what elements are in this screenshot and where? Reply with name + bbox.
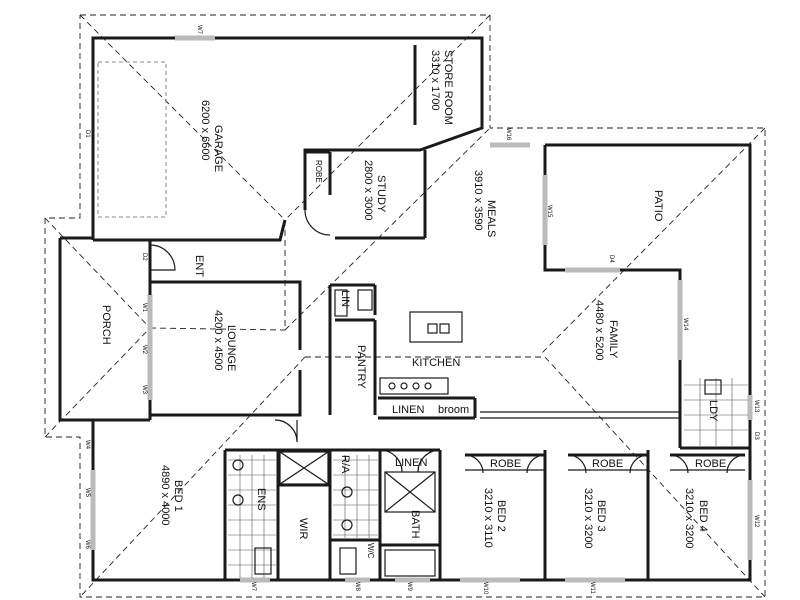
store-room-label: STORE ROOM (442, 50, 454, 125)
bed4-dims: 3210 x 3200 (683, 488, 695, 549)
meals-dims: 3910 x 3590 (472, 170, 484, 231)
family-dims: 4480 x 5200 (593, 300, 605, 361)
tag-d4: D4 (608, 255, 614, 263)
ldy-label: LDY (707, 400, 719, 422)
tag-w15: W15 (546, 205, 552, 218)
lounge-label: LOUNGE (225, 325, 237, 371)
robe4-label: ROBE (695, 458, 726, 470)
tag-w9: W9 (406, 582, 412, 592)
lounge-dims: 4200 x 4500 (212, 310, 224, 371)
tag-w5: W5 (84, 488, 90, 498)
ent-label: ENT (193, 255, 205, 277)
roof-outline (44, 14, 766, 598)
patio-label: PATIO (652, 190, 664, 222)
tag-w12: W12 (753, 515, 759, 528)
ra-label: R/A (339, 455, 351, 474)
bed2-dims: 3210 x 3110 (482, 488, 494, 548)
tag-w16: W16 (505, 128, 511, 141)
linen-hall-label: LINEN (395, 457, 427, 469)
bed3-label: BED 3 (595, 500, 607, 532)
meals-label: MEALS (485, 200, 497, 237)
bed1-label: BED 1 (172, 480, 184, 512)
tag-w7-top: W7 (196, 25, 202, 35)
tag-w10: W10 (482, 582, 488, 595)
door-swings (149, 209, 746, 474)
garage-door-outline (97, 61, 167, 218)
room-labels: STORE ROOM 3310 x 1700 GARAGE 6200 x 660… (100, 50, 726, 559)
bath-label: BATH (409, 510, 421, 539)
robe3-label: ROBE (592, 458, 623, 470)
tag-d1: D1 (84, 130, 90, 138)
ens-label: ENS (255, 488, 267, 511)
windows (90, 35, 753, 583)
robe2-label: ROBE (490, 458, 521, 470)
garage-label: GARAGE (212, 125, 224, 172)
kitchen-label: KITCHEN (412, 357, 460, 369)
tag-w1: W1 (141, 303, 147, 313)
pantry-label: PANTRY (355, 345, 367, 389)
tag-w4: W4 (84, 440, 90, 450)
linen-kitchen-label: LINEN (392, 404, 424, 416)
tag-w6: W6 (84, 540, 90, 550)
store-room-dims: 3310 x 1700 (429, 50, 441, 111)
robe-study-label: ROBE (314, 160, 323, 183)
tag-d2: D2 (141, 253, 147, 261)
study-dims: 2800 x 3000 (362, 160, 374, 221)
porch-label: PORCH (100, 305, 112, 345)
tag-w7-bottom: W7 (250, 582, 256, 592)
tag-d3: D3 (753, 432, 759, 440)
tag-w3: W3 (141, 385, 147, 395)
family-label: FAMILY (607, 320, 619, 359)
wc-label: W/C (366, 543, 375, 559)
tag-w11: W11 (589, 582, 595, 595)
opening-tags: W7 D1 W16 W15 D4 W14 D2 W1 W2 W3 W4 W5 W… (84, 25, 759, 595)
bed4-label: BED 4 (697, 500, 709, 532)
wet-area-tiles (228, 289, 748, 578)
tag-w8: W8 (354, 582, 360, 592)
tag-w14: W14 (682, 318, 688, 331)
broom-label: broom (438, 404, 469, 416)
bed2-label: BED 2 (495, 500, 507, 532)
garage-dims: 6200 x 6600 (199, 100, 211, 161)
wir-label: WIR (297, 518, 309, 539)
tag-w2: W2 (141, 345, 147, 355)
bed3-dims: 3210 x 3200 (582, 488, 594, 549)
kitchen-island (379, 311, 463, 395)
tag-w13: W13 (753, 400, 759, 413)
bed1-dims: 4890 x 4000 (159, 465, 171, 526)
interior-walls (223, 45, 750, 580)
study-label: STUDY (375, 175, 387, 213)
lin-label: LIN (339, 290, 351, 307)
